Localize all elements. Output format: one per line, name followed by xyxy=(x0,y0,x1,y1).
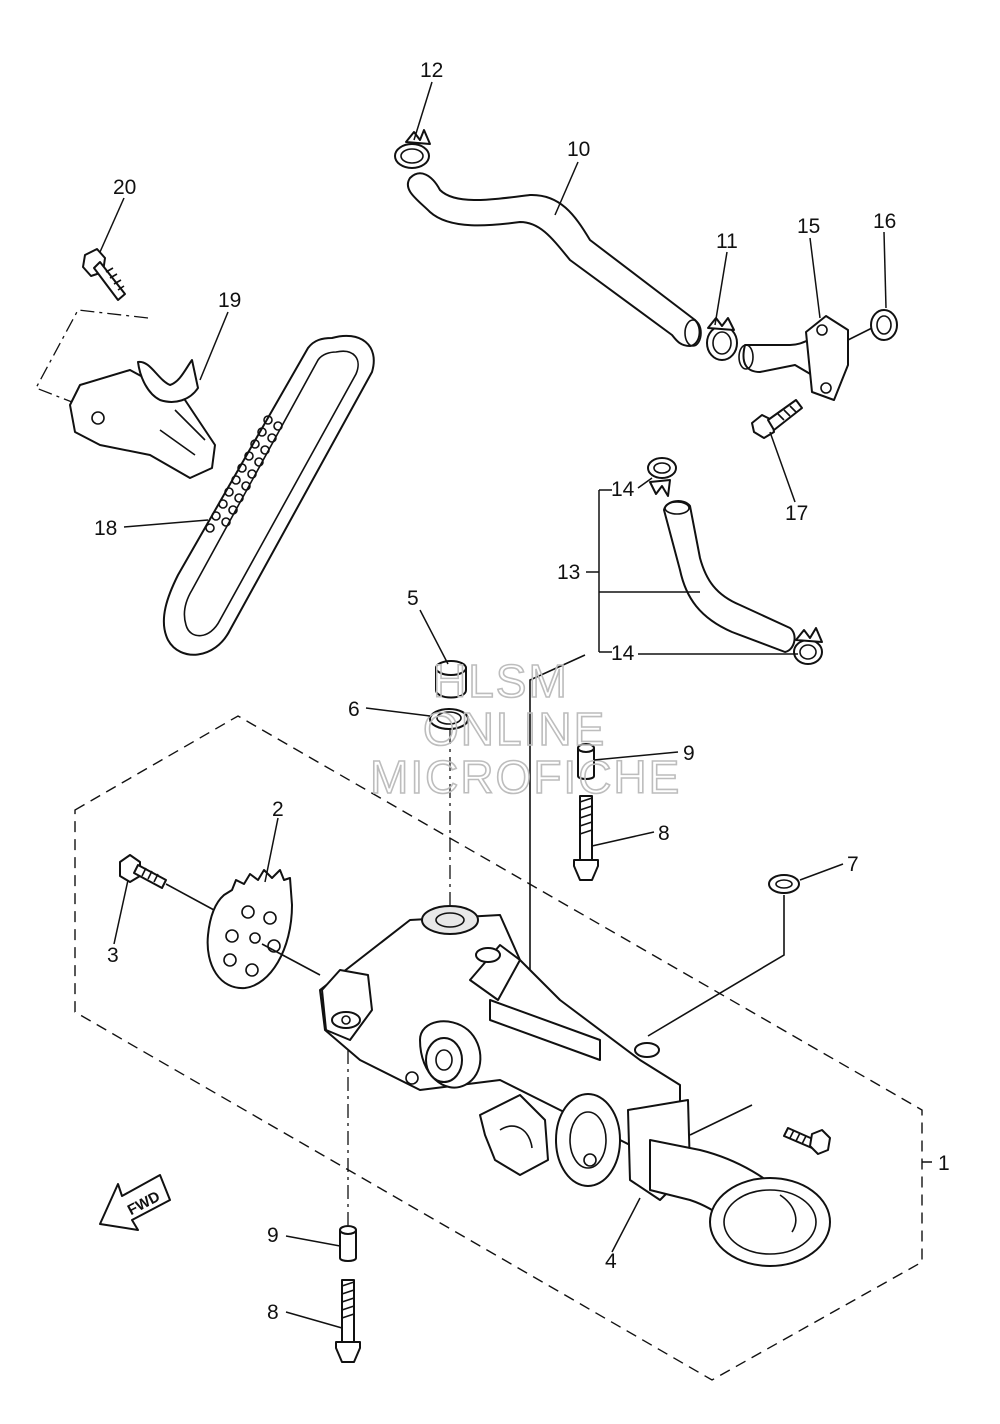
callout-2: 2 xyxy=(272,798,284,821)
callout-9-lower: 9 xyxy=(267,1224,279,1247)
oil-strainer xyxy=(627,1099,831,1267)
line-bolt-to-strainer xyxy=(689,1104,753,1136)
watermark-line-2: ONLINE xyxy=(423,703,606,755)
callout-4: 4 xyxy=(605,1250,617,1273)
callout-5: 5 xyxy=(407,587,419,610)
line-3-to-sprocket xyxy=(165,883,215,911)
hose-clamp-14-lower xyxy=(793,627,823,665)
callout-8-lower: 8 xyxy=(267,1301,279,1324)
watermark-line-3: MICROFICHE xyxy=(370,751,681,803)
hose-clamp-14-upper xyxy=(647,457,677,497)
oil-pump-sprocket xyxy=(206,869,293,990)
leader-16-ring-link xyxy=(847,327,873,341)
callout-12: 12 xyxy=(420,59,443,82)
fwd-arrow-icon: FWD xyxy=(99,1174,171,1231)
pump-bolt-lower xyxy=(335,1279,361,1363)
callout-10: 10 xyxy=(567,138,590,161)
callout-13: 13 xyxy=(557,561,580,584)
oil-pipe-union xyxy=(738,315,849,401)
watermark-line-1: HLSM xyxy=(433,655,569,707)
washer-7 xyxy=(768,874,800,894)
hose-clamp-12 xyxy=(394,129,431,169)
callout-18: 18 xyxy=(94,517,117,540)
pump-bolt-upper xyxy=(573,795,599,881)
callout-14-lower: 14 xyxy=(611,642,635,665)
callout-16: 16 xyxy=(873,210,896,233)
oil-pump-body xyxy=(319,905,681,1187)
line-7-to-pump xyxy=(647,895,785,1037)
chain-guide xyxy=(69,359,216,479)
leader-20-guide xyxy=(35,309,149,403)
strainer-bolt xyxy=(783,1127,831,1155)
callout-6: 6 xyxy=(348,698,360,721)
o-ring-16 xyxy=(870,309,898,341)
o-ring-6 xyxy=(429,708,469,730)
callout-7: 7 xyxy=(847,853,859,876)
callout-15: 15 xyxy=(797,215,820,238)
watermark: HLSM ONLINE MICROFICHE xyxy=(369,654,681,804)
line-sprocket-to-pump xyxy=(261,943,321,976)
callout-labels: 12 10 20 11 15 16 19 14 17 18 13 5 14 6 … xyxy=(94,59,950,1324)
drive-chain xyxy=(162,334,375,656)
sprocket-bolt-3 xyxy=(119,854,167,889)
union-bolt-17 xyxy=(751,399,803,439)
callout-20: 20 xyxy=(113,176,136,199)
chain-guide-bolt xyxy=(82,248,126,301)
oil-pump-assembly-boundary xyxy=(74,715,923,1381)
callout-11: 11 xyxy=(716,230,738,253)
leader-lines xyxy=(99,81,887,1329)
callout-19: 19 xyxy=(218,289,241,312)
callout-8-upper: 8 xyxy=(658,822,670,845)
callout-3: 3 xyxy=(107,944,119,967)
dowel-pin-lower xyxy=(339,1225,357,1262)
oil-hose-upper xyxy=(407,172,702,347)
callout-1: 1 xyxy=(938,1152,950,1175)
oil-hose-lower xyxy=(663,500,796,653)
callout-9-upper: 9 xyxy=(683,742,695,765)
collar-5 xyxy=(435,660,467,699)
callout-17: 17 xyxy=(785,502,808,525)
callout-14-upper: 14 xyxy=(611,478,635,501)
line-13-to-pump xyxy=(529,654,586,975)
hose-clamp-11 xyxy=(706,317,738,361)
dowel-pin-upper xyxy=(577,743,595,780)
